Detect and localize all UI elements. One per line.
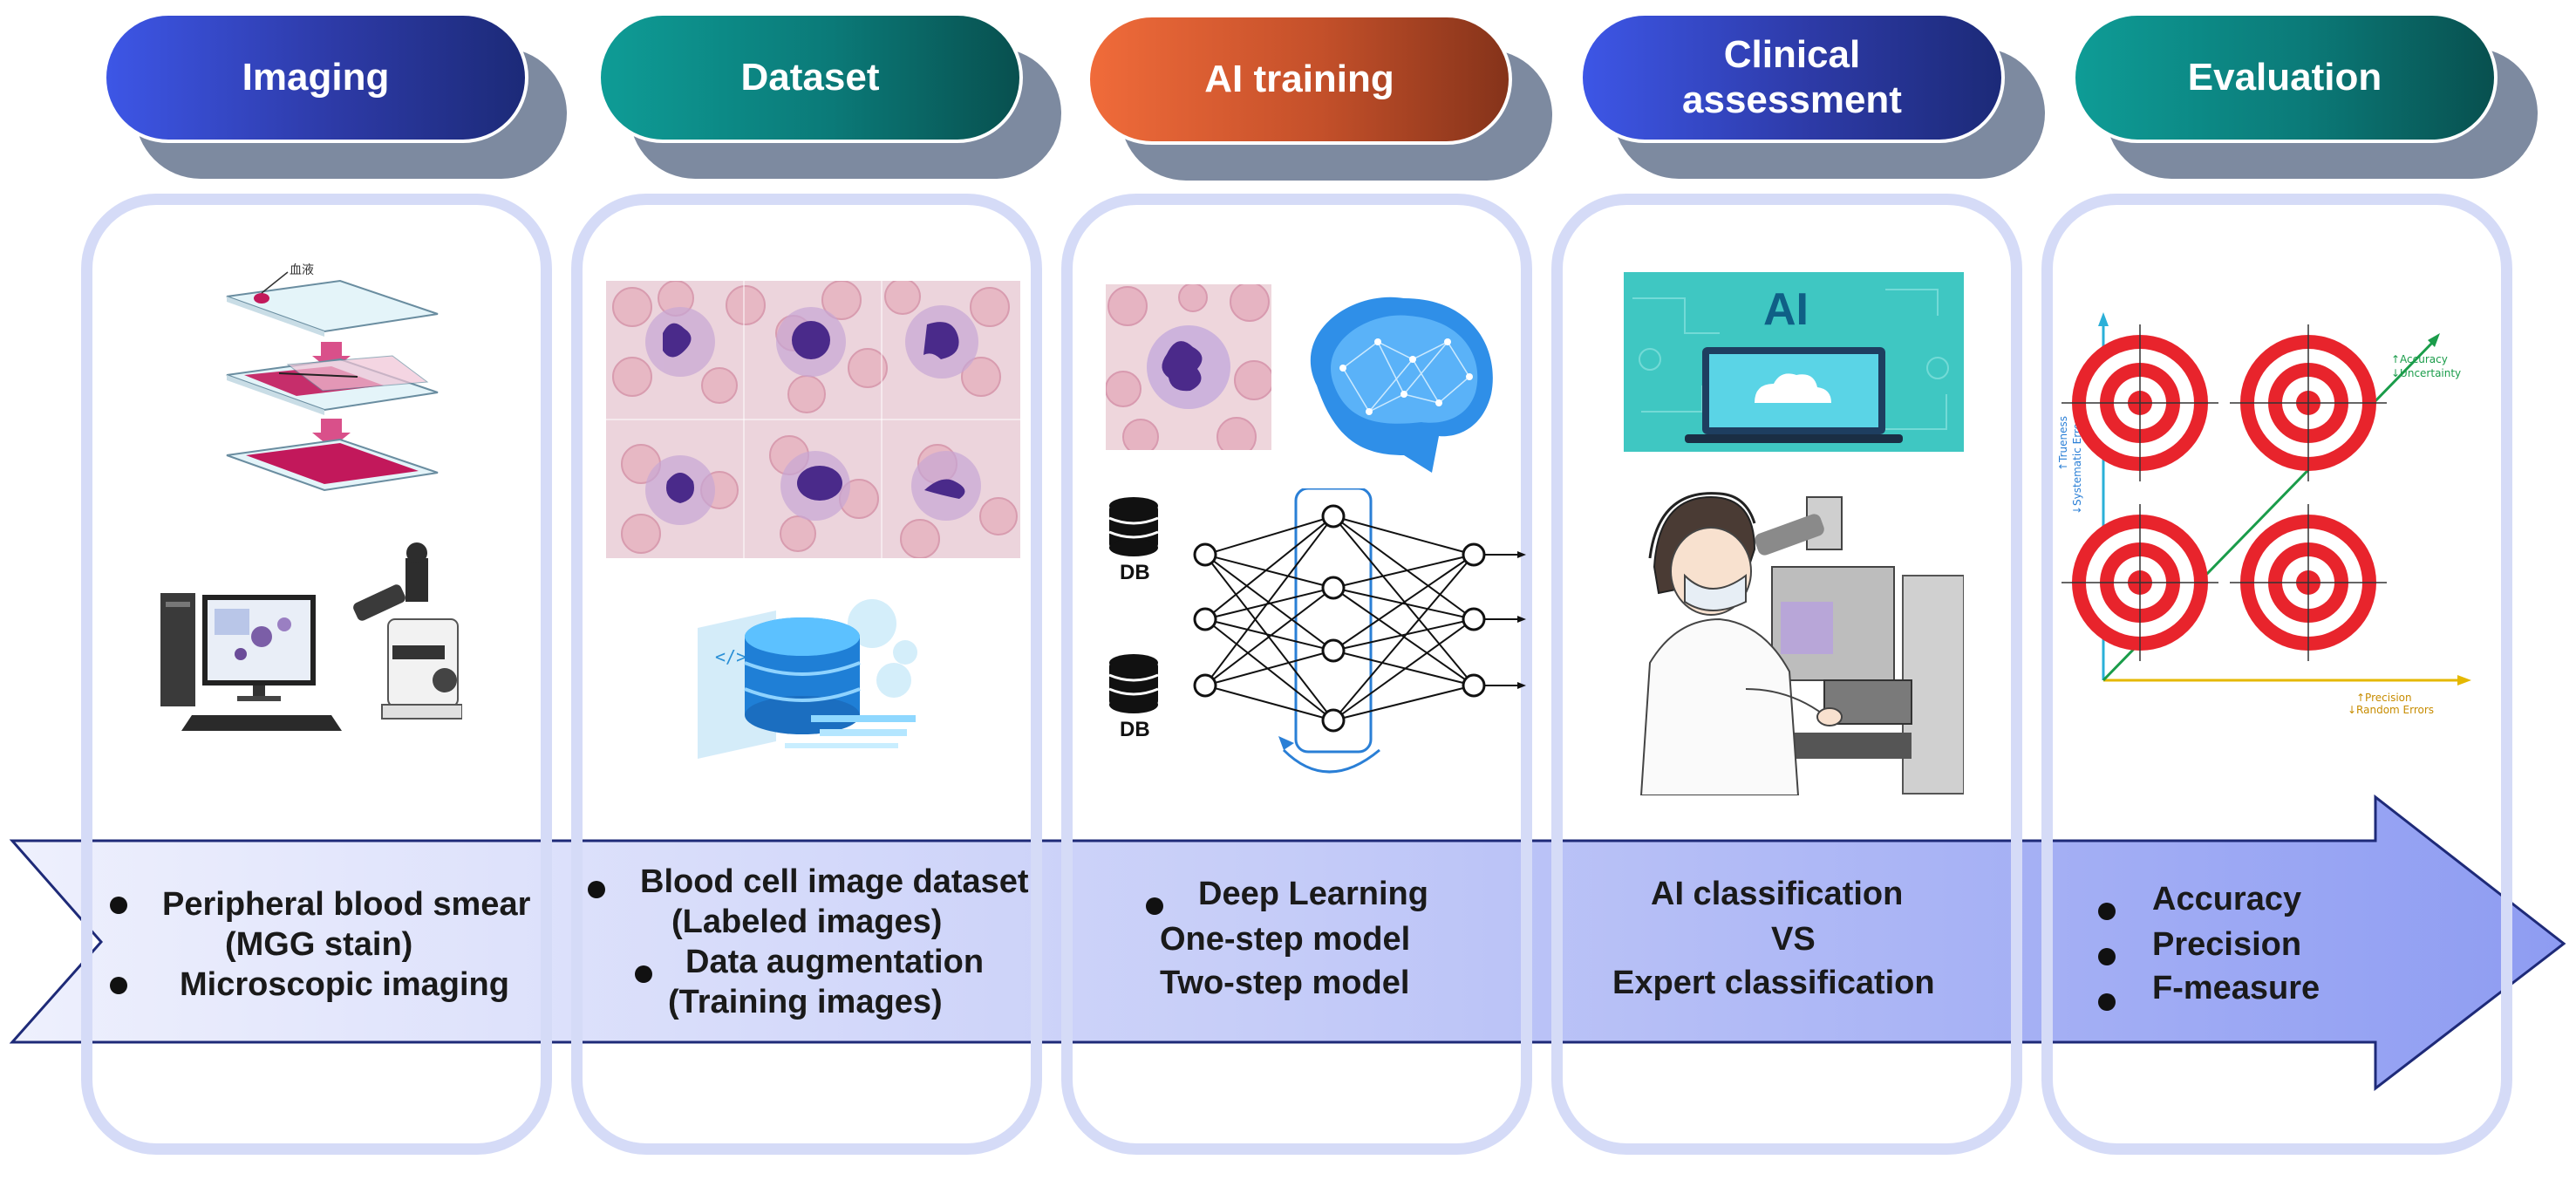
stage-pill-evaluation: Evaluation	[2072, 12, 2498, 143]
dataset-bullet-2: Data augmentation	[685, 944, 985, 980]
ai-laptop-illustration: AI	[1624, 272, 1964, 452]
ai-brain-illustration	[1310, 297, 1493, 473]
svg-text:↑Precision: ↑Precision	[2356, 692, 2412, 704]
target-icon	[2061, 504, 2218, 661]
dataset-bullet-2-sub: (Training images)	[668, 984, 943, 1020]
svg-text:↑Accuracy: ↑Accuracy	[2391, 353, 2448, 365]
ai-training-line-2: One-step model	[1160, 921, 1411, 958]
imaging-bullet-1-sub: (MGG stain)	[225, 926, 413, 963]
target-icon	[2061, 324, 2218, 481]
svg-text:DB: DB	[1120, 718, 1150, 741]
column-evaluation	[2041, 194, 2512, 1155]
column-ai-training	[1061, 194, 1532, 1155]
imaging-bullet-1: Peripheral blood smear	[162, 886, 531, 923]
bullet-dot	[1146, 897, 1163, 915]
bullet-dot	[588, 880, 605, 898]
ai-training-bullet-1: Deep Learning	[1198, 876, 1428, 912]
svg-text:↑Trueness: ↑Trueness	[2057, 416, 2069, 471]
microscope-workstation-illustration	[160, 542, 462, 731]
stage-pill-dataset: Dataset	[597, 12, 1023, 143]
bullet-dot	[110, 976, 127, 994]
svg-text:↓Uncertainty: ↓Uncertainty	[2391, 367, 2461, 379]
clinical-line-2: VS	[1771, 921, 1816, 958]
bullet-dot	[110, 896, 127, 914]
database-illustration: </>	[698, 599, 917, 759]
svg-text:↓Systematic Errors: ↓Systematic Errors	[2071, 413, 2083, 515]
column-dataset	[571, 194, 1042, 1155]
evaluation-bullet-3: F-measure	[2152, 970, 2320, 1006]
database-icon	[1108, 497, 1159, 556]
blood-label: 血液	[290, 263, 314, 277]
ai-training-line-3: Two-step model	[1160, 965, 1410, 1001]
dataset-bullet-1: Blood cell image dataset	[640, 863, 1029, 900]
target-icon	[2230, 504, 2387, 661]
target-icon	[2230, 324, 2387, 481]
stage-pill-clinical-assessment: Clinical assessment	[1579, 12, 2005, 143]
column-imaging	[81, 194, 552, 1155]
svg-text:AI: AI	[1763, 284, 1809, 335]
stage-pill-ai-training: AI training	[1087, 14, 1512, 145]
svg-text:DB: DB	[1120, 561, 1150, 584]
bullet-dot	[2098, 902, 2116, 920]
svg-text:</>: </>	[715, 646, 746, 667]
blood-cell-image-grid	[606, 281, 1020, 558]
bullet-dot	[2098, 992, 2116, 1011]
evaluation-bullet-2: Precision	[2152, 926, 2302, 963]
neutrophil-image	[1106, 284, 1271, 450]
clinical-line-3: Expert classification	[1612, 965, 1935, 1001]
svg-text:↓Random Errors: ↓Random Errors	[2348, 704, 2434, 716]
bullet-dot	[2098, 947, 2116, 965]
bullet-dot	[635, 965, 652, 983]
clinical-line-1: AI classification	[1651, 876, 1904, 912]
database-icon	[1108, 654, 1159, 713]
evaluation-bullet-1: Accuracy	[2152, 881, 2302, 917]
dataset-bullet-1-sub: (Labeled images)	[671, 904, 943, 940]
stage-pill-imaging: Imaging	[103, 12, 528, 143]
imaging-bullet-2: Microscopic imaging	[180, 966, 509, 1003]
expert-microscope-illustration	[1624, 471, 1964, 795]
slide-preparation-illustration: 血液	[226, 263, 439, 492]
column-clinical	[1551, 194, 2022, 1155]
neural-network-diagram: DB DB	[1108, 488, 1526, 774]
accuracy-precision-targets: ↑Trueness ↓Systematic Errors ↑Precision …	[2057, 312, 2471, 716]
